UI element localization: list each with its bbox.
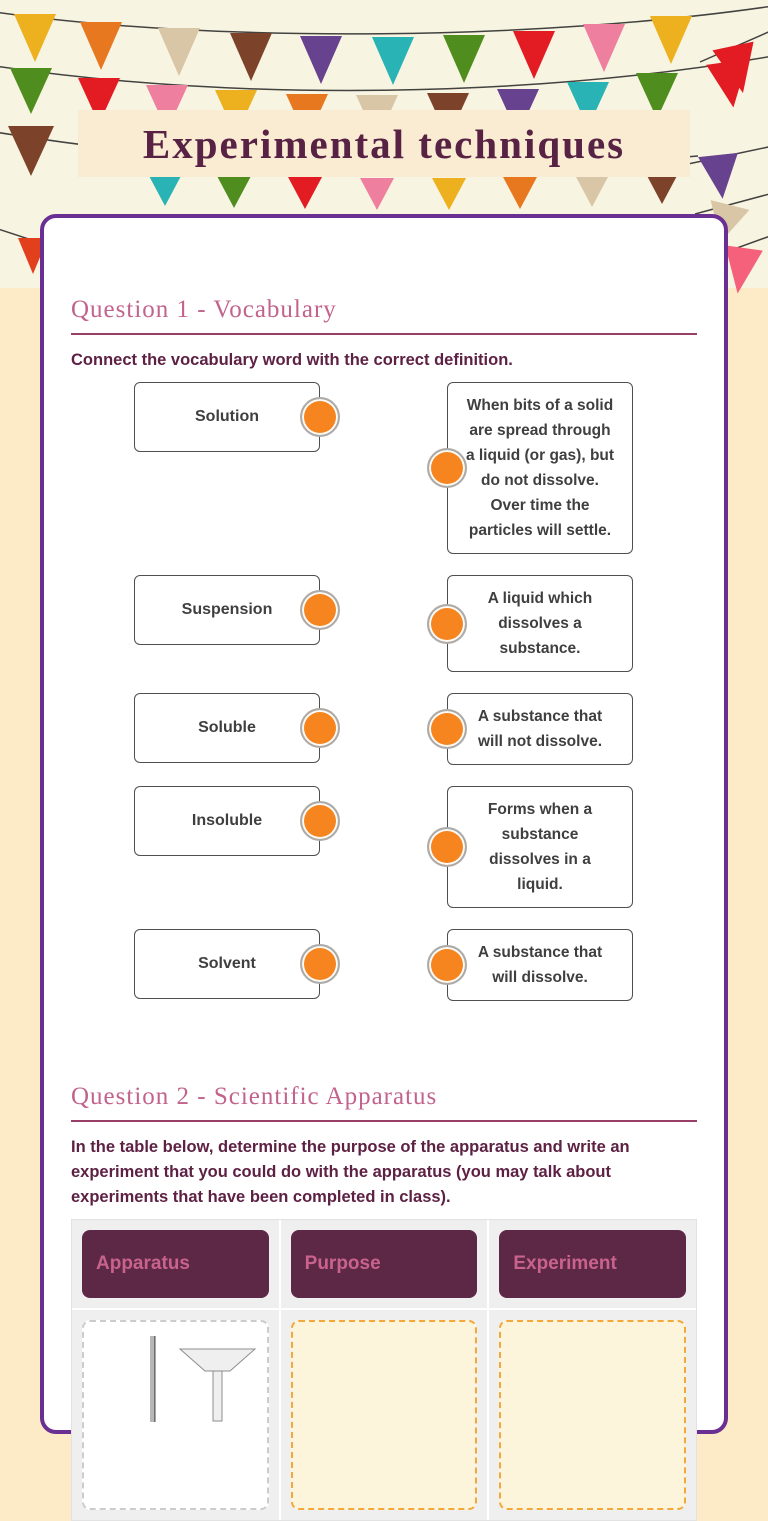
table-cell: [489, 1310, 696, 1520]
bunting-flag-icon: [10, 68, 52, 114]
definition-box[interactable]: A substance that will not dissolve.: [447, 693, 633, 765]
term-cell: Suspension: [134, 575, 340, 645]
definition-box[interactable]: A liquid which dissolves a substance.: [447, 575, 633, 672]
connector-dot[interactable]: [300, 944, 340, 984]
question-2-instruction: In the table below, determine the purpos…: [71, 1138, 630, 1206]
match-row: Insoluble Forms when a substance dissolve…: [134, 786, 697, 908]
term-cell: Soluble: [134, 693, 340, 763]
bunting-flag-icon: [636, 73, 678, 119]
term-box-solution[interactable]: Solution: [134, 382, 320, 452]
table-header-cell: Purpose: [280, 1220, 488, 1308]
definition-box[interactable]: A substance that will dissolve.: [447, 929, 633, 1001]
bunting-flag-icon: [14, 14, 56, 62]
definition-cell: A substance that will not dissolve.: [427, 693, 633, 765]
bunting-flag-icon: [513, 31, 555, 79]
bunting-flag-icon: [360, 178, 394, 210]
title-banner: Experimental techniques: [78, 110, 690, 177]
bunting-flag-icon: [288, 177, 322, 209]
table-cell: [72, 1310, 279, 1520]
connector-dot[interactable]: [300, 801, 340, 841]
question-1-instruction: Connect the vocabulary word with the cor…: [71, 351, 513, 369]
bunting-flag-icon: [725, 245, 763, 294]
term-cell: Insoluble: [134, 786, 340, 856]
definition-cell: A liquid which dissolves a substance.: [427, 575, 633, 672]
match-row: Solvent A substance that will dissolve.: [134, 929, 697, 1001]
table-header-purpose: Purpose: [290, 1230, 478, 1298]
bunting-flags-icon: [0, 5, 768, 294]
connector-dot[interactable]: [427, 603, 467, 644]
bunting-flag-icon: [443, 35, 485, 83]
table-cell: [280, 1310, 488, 1520]
term-box-soluble[interactable]: Soluble: [134, 693, 320, 763]
connector-dot[interactable]: [300, 397, 340, 437]
bunting-flag-icon: [575, 175, 609, 207]
page-title: Experimental techniques: [142, 120, 626, 167]
definition-box[interactable]: Forms when a substance dissolves in a li…: [447, 786, 633, 908]
apparatus-table: Apparatus Purpose Experiment: [71, 1219, 697, 1521]
bunting-flag-icon: [583, 24, 625, 72]
match-row: Solution When bits of a solid are spread …: [134, 382, 697, 554]
bunting-flag-icon: [8, 126, 54, 176]
experiment-answer-box[interactable]: [499, 1320, 686, 1510]
bunting-flag-icon: [78, 78, 120, 124]
table-header-cell: Experiment: [489, 1220, 696, 1308]
question-2-heading: Question 2 - Scientific Apparatus: [71, 1083, 697, 1122]
bunting-flag-icon: [645, 172, 679, 204]
connector-dot[interactable]: [300, 590, 340, 630]
bunting-flag-icon: [503, 177, 537, 209]
bunting-flag-icon: [146, 85, 188, 131]
bunting-flag-icon: [148, 174, 182, 206]
connector-dot[interactable]: [427, 709, 467, 749]
definition-box[interactable]: When bits of a solid are spread through …: [447, 382, 633, 554]
connector-dot[interactable]: [427, 827, 467, 867]
bunting-flag-icon: [432, 178, 466, 210]
term-box-solvent[interactable]: Solvent: [134, 929, 320, 999]
bunting-flag-icon: [706, 59, 748, 108]
match-row: Soluble A substance that will not dissolv…: [134, 693, 697, 765]
term-box-suspension[interactable]: Suspension: [134, 575, 320, 645]
worksheet-card: Question 1 - Vocabulary Connect the voca…: [40, 214, 728, 1521]
connector-dot[interactable]: [427, 448, 467, 488]
funnel-and-stirring-rod-icon: [150, 1336, 257, 1422]
apparatus-image-cell: [82, 1320, 269, 1510]
bunting-flag-icon: [372, 37, 414, 85]
bunting-flag-icon: [300, 36, 342, 84]
connector-dot[interactable]: [427, 945, 467, 985]
term-cell: Solvent: [134, 929, 340, 999]
table-header-apparatus: Apparatus: [82, 1230, 269, 1298]
bunting-flag-icon: [158, 28, 200, 76]
bunting-flag-icon: [80, 22, 122, 70]
matching-area: Solution When bits of a solid are spread …: [134, 382, 697, 1001]
bunting-flag-icon: [217, 176, 251, 208]
definition-cell: Forms when a substance dissolves in a li…: [427, 786, 633, 908]
table-header-cell: Apparatus: [72, 1220, 279, 1308]
match-row: Suspension A liquid which dissolves a sub…: [134, 575, 697, 672]
bunting-flag-icon: [698, 152, 738, 199]
question-1-heading: Question 1 - Vocabulary: [71, 296, 697, 335]
bunting-flag-icon: [230, 33, 272, 81]
bunting-flag-icon: [567, 82, 609, 128]
definition-cell: A substance that will dissolve.: [427, 929, 633, 1001]
purpose-answer-box[interactable]: [290, 1320, 478, 1510]
term-box-insoluble[interactable]: Insoluble: [134, 786, 320, 856]
connector-dot[interactable]: [300, 708, 340, 748]
bunting-flag-icon: [650, 16, 692, 64]
term-cell: Solution: [134, 382, 340, 452]
definition-cell: When bits of a solid are spread through …: [427, 382, 633, 554]
table-header-experiment: Experiment: [499, 1230, 686, 1298]
